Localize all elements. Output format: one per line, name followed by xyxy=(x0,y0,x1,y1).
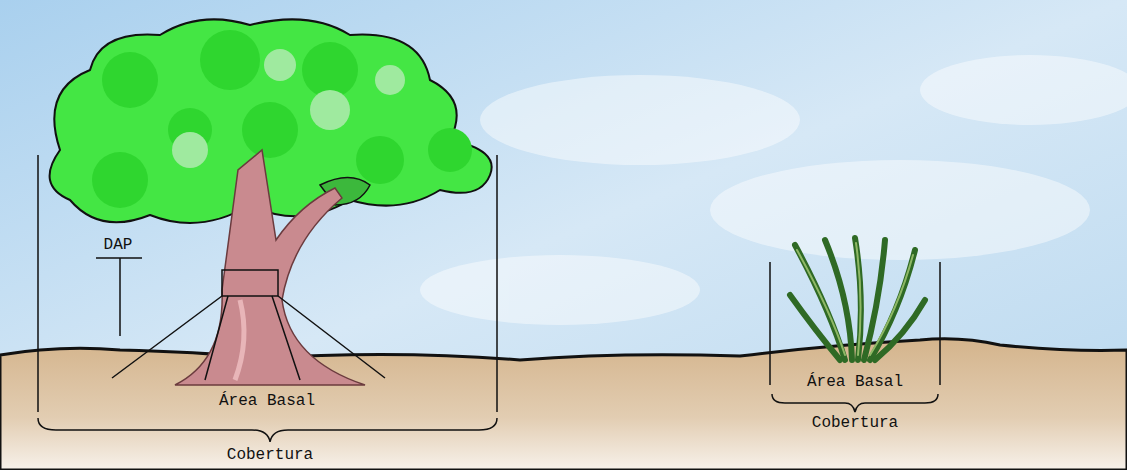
dimension-label: DAP xyxy=(104,236,133,254)
ground xyxy=(0,339,1127,470)
tree-trunk xyxy=(175,150,365,385)
dap-leader xyxy=(96,258,142,336)
coverage-label: Cobertura xyxy=(227,446,313,464)
basal-area-lines xyxy=(112,296,385,380)
basal-area-label: Área Basal xyxy=(219,392,315,410)
clouds xyxy=(420,55,1127,325)
herb xyxy=(790,238,925,360)
coverage-bounds xyxy=(770,262,940,385)
dap-marker xyxy=(222,270,278,296)
coverage-label: Cobertura xyxy=(812,414,898,432)
basal-area-label: Área Basal xyxy=(807,373,903,391)
coverage-brace xyxy=(772,394,938,412)
coverage-bounds xyxy=(38,155,497,412)
coverage-brace xyxy=(38,418,497,442)
tree-crown xyxy=(50,19,492,223)
trunk-highlight xyxy=(235,300,244,380)
